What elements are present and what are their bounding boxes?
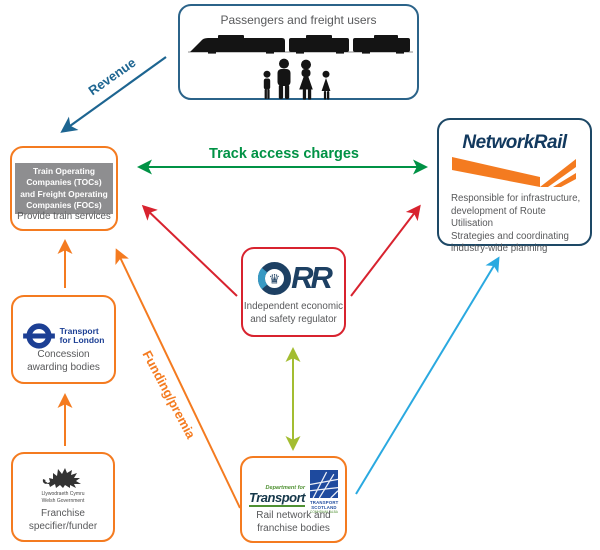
- dft-logo-department-for: Department for: [265, 485, 305, 491]
- tfl-roundel-icon: [22, 323, 55, 349]
- networkrail-caption-line: Responsible for infrastructure,: [451, 193, 581, 204]
- revenue-arrow: [60, 56, 167, 133]
- ts-logo-line: SCOTLAND: [311, 504, 337, 510]
- train-icon: [188, 35, 413, 54]
- tfl-box: Transport for London Concession awarding…: [11, 295, 116, 384]
- networkrail-box: NetworkRail Responsible for infrastructu…: [437, 118, 592, 254]
- transport-scotland-icon: [309, 470, 338, 498]
- networkrail-caption-line: Strategies and coordinating: [451, 230, 569, 242]
- orr-logo: ♛ RR: [243, 260, 344, 296]
- dft-box: Department for Transport TRANSPORT: [240, 456, 347, 543]
- tfl-logo-text: Transport for London: [59, 325, 105, 346]
- transport-scotland-logo: TRANSPORT SCOTLAND COMHDHAIL ALBA: [309, 470, 338, 514]
- tocs-box: Train Operating Companies (TOCs) and Fre…: [10, 146, 118, 231]
- dft-caption: Rail network and franchise bodies: [242, 509, 345, 535]
- tocs-header-line: Train Operating: [33, 166, 95, 176]
- dft-caption-line: franchise bodies: [257, 523, 330, 534]
- track-access-charges-label: Track access charges: [209, 146, 359, 162]
- dft-to-networkrail-arrow: [355, 256, 500, 495]
- transport-scotland-text: TRANSPORT SCOTLAND: [310, 500, 338, 510]
- tocs-caption: Provide train services: [17, 211, 111, 222]
- orr-caption-line: Independent economic: [243, 301, 344, 312]
- welsh-dragon-icon: [42, 468, 81, 488]
- family-icon: [263, 58, 330, 100]
- orr-roundel-icon: ♛: [258, 261, 292, 295]
- networkrail-logo: NetworkRail: [462, 132, 567, 153]
- tocs-header-line: Companies (TOCs): [26, 177, 102, 188]
- tocs-header-line: and Freight Operating: [20, 188, 108, 199]
- tfl-caption-line: Concession: [37, 349, 90, 360]
- crown-icon: ♛: [269, 271, 281, 286]
- transport-scotland-gaelic: COMHDHAIL ALBA: [310, 509, 338, 514]
- tfl-logo-line: for London: [59, 335, 105, 345]
- passengers-box: Passengers and freight users: [178, 4, 419, 100]
- welsh-caption-line: Franchise: [41, 508, 85, 519]
- tocs-header-line: Companies (FOCs): [26, 199, 102, 210]
- tfl-logo-line: Transport: [59, 325, 99, 336]
- welsh-caption: Franchise specifier/funder: [13, 507, 113, 533]
- welsh-government-box: Llywodraeth Cymru Welsh Government Franc…: [11, 452, 115, 542]
- passengers-title: Passengers and freight users: [220, 13, 377, 27]
- orr-to-networkrail-arrow: [350, 204, 421, 297]
- orr-logo-text: RR: [291, 260, 333, 295]
- dft-logo: Department for Transport: [249, 485, 305, 507]
- networkrail-caption-line: industry-wide planning: [451, 243, 548, 255]
- tfl-logo: Transport for London: [13, 322, 114, 350]
- orr-caption-line: and safety regulator: [250, 314, 337, 325]
- networkrail-caption: Responsible for infrastructure, developm…: [451, 193, 584, 256]
- welsh-logo-line: Llywodraeth Cymru: [41, 491, 85, 497]
- welsh-logo-line: Welsh Government: [41, 497, 85, 504]
- dft-logo-rule: [249, 505, 305, 507]
- networkrail-swoosh-icon: [451, 157, 576, 187]
- tocs-header: Train Operating Companies (TOCs) and Fre…: [15, 163, 113, 215]
- dft-caption-line: Rail network and: [256, 510, 331, 521]
- networkrail-caption-line: development of Route Utilisation: [451, 205, 546, 230]
- orr-box: ♛ RR Independent economic and safety reg…: [241, 247, 346, 337]
- tfl-caption-line: awarding bodies: [27, 362, 100, 373]
- ts-logo-line: TRANSPORT: [309, 499, 339, 505]
- welsh-caption-line: specifier/funder: [28, 521, 98, 532]
- dft-logo-transport: Transport: [249, 490, 305, 505]
- orr-caption: Independent economic and safety regulato…: [243, 300, 344, 326]
- tfl-caption: Concession awarding bodies: [13, 348, 114, 374]
- orr-to-tocs-arrow: [141, 204, 238, 297]
- funding-premia-arrow: [115, 248, 241, 509]
- welsh-government-logo-text: Llywodraeth Cymru Welsh Government: [13, 491, 113, 504]
